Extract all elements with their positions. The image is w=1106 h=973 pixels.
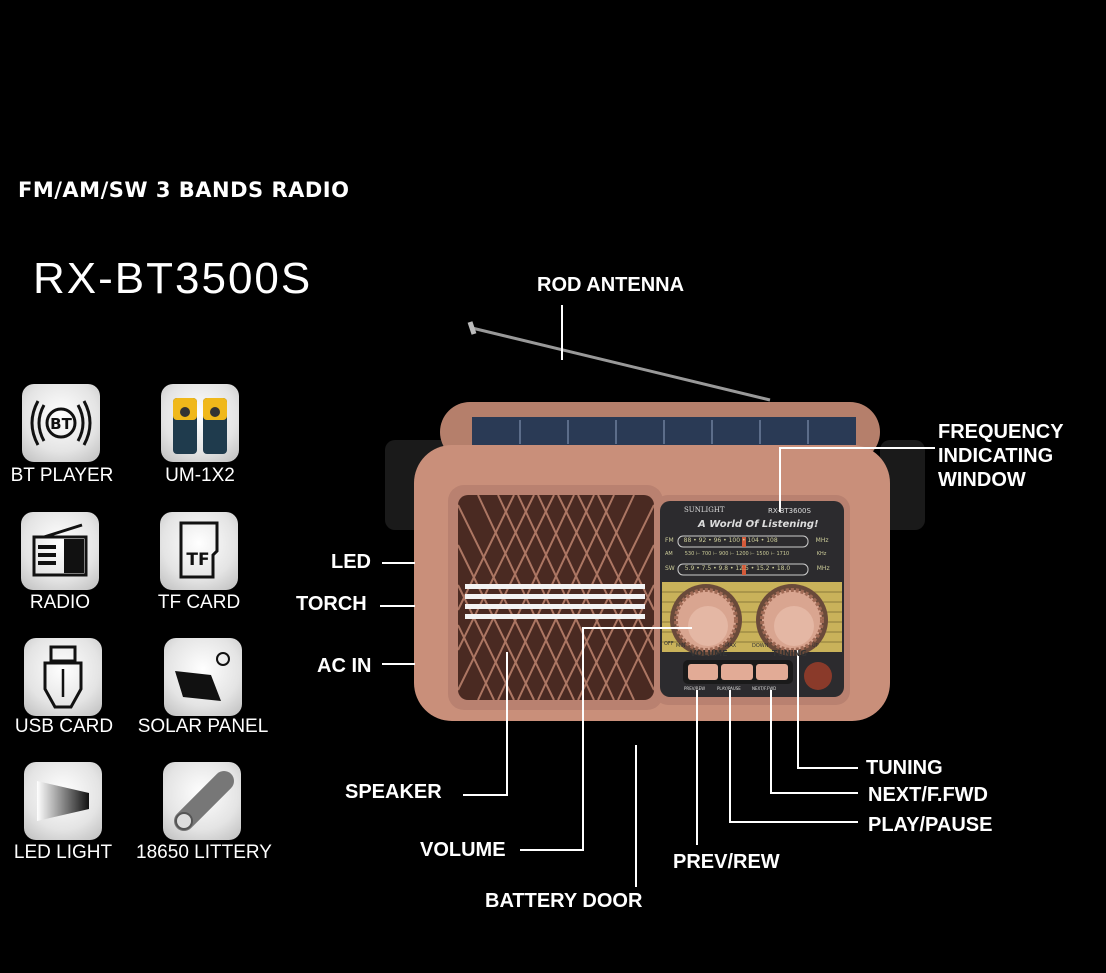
lithium-battery-icon bbox=[163, 762, 241, 840]
scale-text: 88 • 92 • 96 • 100 • 104 • 108 bbox=[683, 537, 778, 544]
unit-label: MHz bbox=[816, 565, 830, 572]
callout-lines bbox=[380, 305, 935, 887]
svg-text:BT: BT bbox=[50, 415, 72, 433]
feature-label: TF CARD bbox=[157, 592, 241, 613]
callout-ac-in: AC IN bbox=[317, 655, 372, 677]
product-heading: FM/AM/SW 3 BANDS RADIO bbox=[18, 178, 350, 202]
band-label: FM bbox=[665, 537, 674, 544]
brand-logo: SUNLIGHT bbox=[684, 506, 725, 514]
callout-volume: VOLUME bbox=[420, 839, 506, 861]
min-label: MIN bbox=[676, 643, 686, 649]
callout-line-2: INDICATING bbox=[938, 445, 1054, 467]
play-pause-button[interactable] bbox=[721, 664, 753, 680]
up-label: UP bbox=[812, 643, 819, 649]
unit-label: KHz bbox=[816, 551, 827, 557]
callout-frequency-window: FREQUENCY INDICATING WINDOW bbox=[938, 420, 1064, 492]
battery-icon bbox=[161, 384, 239, 462]
svg-text:TF: TF bbox=[186, 550, 209, 570]
strap-right bbox=[880, 440, 925, 530]
usb-icon bbox=[24, 638, 102, 716]
radio-icon bbox=[21, 512, 99, 590]
band-label: SW bbox=[665, 565, 675, 572]
sw-scale: SW 5.9 • 7.5 • 9.8 • 12.5 • 15.2 • 18.0 MH… bbox=[665, 565, 830, 572]
am-scale: AM 530 ⊢ 700 ⊢ 900 ⊢ 1200 ⊢ 1500 ⊢ 1710 KH… bbox=[665, 551, 826, 557]
volume-knob[interactable] bbox=[670, 584, 742, 656]
callout-line-3: WINDOW bbox=[938, 469, 1026, 491]
unit-label: MHz bbox=[815, 537, 829, 544]
button-label: NEXT/F.FWD bbox=[752, 686, 777, 691]
next-ffwd-button[interactable] bbox=[756, 664, 788, 680]
prev-rew-button[interactable] bbox=[688, 664, 718, 680]
feature-label: BT PLAYER bbox=[10, 465, 114, 486]
callout-torch: TORCH bbox=[296, 593, 367, 615]
fm-scale: FM 88 • 92 • 96 • 100 • 104 • 108 MHz bbox=[665, 537, 828, 544]
scale-text: 530 ⊢ 700 ⊢ 900 ⊢ 1200 ⊢ 1500 ⊢ 1710 bbox=[684, 551, 790, 557]
feature-label: 18650 LITTERY bbox=[136, 842, 272, 863]
led-light-icon bbox=[24, 762, 102, 840]
callout-line-1: FREQUENCY bbox=[938, 421, 1064, 443]
callout-next-ffwd: NEXT/F.FWD bbox=[868, 784, 988, 806]
volume-knob-label: VOLUME bbox=[690, 649, 728, 658]
feature-label: LED LIGHT bbox=[13, 842, 113, 863]
slogan: A World Of Listening! bbox=[698, 519, 819, 530]
tuning-knob[interactable] bbox=[756, 584, 828, 656]
rod-antenna bbox=[467, 321, 771, 402]
dial-model: RX-BT3600S bbox=[768, 507, 811, 515]
button-label: PLAY/PAUSE bbox=[717, 686, 741, 691]
globe-logo bbox=[804, 662, 832, 690]
feature-label: SOLAR PANEL bbox=[137, 716, 269, 737]
callout-tuning: TUNING bbox=[866, 757, 943, 779]
button-label: PREV/REW bbox=[684, 686, 706, 691]
bluetooth-icon: BT bbox=[22, 384, 100, 462]
feature-label: USB CARD bbox=[14, 716, 114, 737]
model-number: RX-BT3500S bbox=[33, 254, 313, 303]
band-label: AM bbox=[665, 551, 673, 557]
solar-panel-icon bbox=[164, 638, 242, 716]
tf-card-icon: TF bbox=[160, 512, 238, 590]
tuning-knob-label: TUNING bbox=[772, 649, 807, 658]
scale-text: 5.9 • 7.5 • 9.8 • 12.5 • 15.2 • 18.0 bbox=[684, 565, 791, 572]
off-label: OFF bbox=[664, 641, 674, 647]
callout-led: LED bbox=[331, 551, 371, 573]
callout-rod-antenna: ROD ANTENNA bbox=[537, 274, 685, 296]
max-label: MAX bbox=[725, 643, 737, 649]
callout-play-pause: PLAY/PAUSE bbox=[868, 814, 993, 836]
callout-prev-rew: PREV/REW bbox=[673, 851, 780, 873]
feature-label: RADIO bbox=[29, 592, 91, 613]
feature-label: UM-1X2 bbox=[165, 465, 235, 486]
callout-speaker: SPEAKER bbox=[345, 781, 442, 803]
down-label: DOWN bbox=[752, 643, 769, 649]
callout-battery-door: BATTERY DOOR bbox=[485, 890, 643, 912]
